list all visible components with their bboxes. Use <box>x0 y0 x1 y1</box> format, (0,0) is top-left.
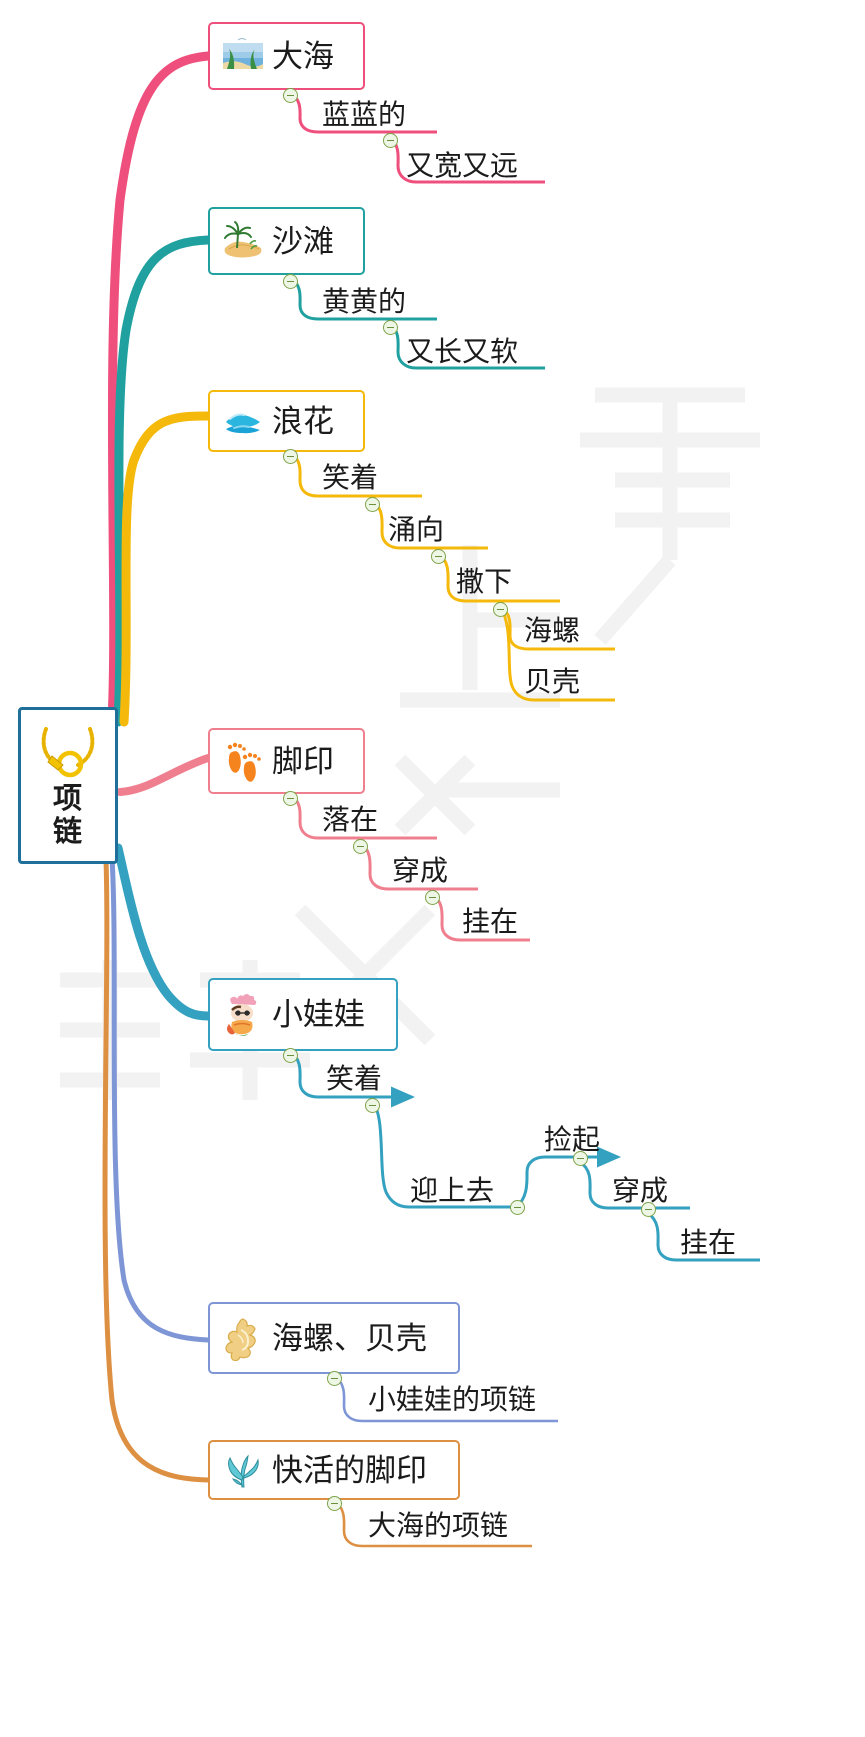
node-footprint[interactable]: 脚印 <box>208 728 365 794</box>
node-beach[interactable]: 沙滩 <box>208 207 365 275</box>
node-label: 脚印 <box>272 743 334 779</box>
node-doll[interactable]: 小娃娃 <box>208 978 398 1051</box>
leaf-wave-3[interactable]: 撒下 <box>456 566 513 597</box>
leaf-footprint-1[interactable]: 落在 <box>322 804 379 835</box>
collapse-handle-beach[interactable] <box>283 274 298 289</box>
leaf-shell-1[interactable]: 小娃娃的项链 <box>368 1384 537 1415</box>
leaf-wave-5[interactable]: 贝壳 <box>524 666 581 697</box>
node-label: 大海 <box>272 38 334 74</box>
node-label: 快活的脚印 <box>272 1452 427 1488</box>
collapse-handle-wave-1[interactable] <box>365 497 380 512</box>
leaf-doll-2[interactable]: 迎上去 <box>410 1175 495 1206</box>
node-label: 浪花 <box>272 403 334 439</box>
collapse-handle-beach-1[interactable] <box>383 320 398 335</box>
node-label: 小娃娃 <box>272 997 365 1032</box>
sand-dune-palm-icon <box>224 221 262 258</box>
collapse-handle-doll-3[interactable] <box>573 1151 588 1166</box>
collapse-handle-footprint-1[interactable] <box>353 839 368 854</box>
node-label: 沙滩 <box>272 223 334 259</box>
root-label: 项 链 <box>52 783 83 848</box>
seaweed-icon <box>228 1454 259 1488</box>
collapse-handle-wave-2[interactable] <box>431 549 446 564</box>
node-shell[interactable]: 海螺、贝壳 <box>208 1302 460 1374</box>
collapse-handle-sea[interactable] <box>283 88 298 103</box>
leaf-footprint-2[interactable]: 穿成 <box>392 855 449 886</box>
leaf-doll-3[interactable]: 捡起 <box>544 1124 601 1155</box>
leaf-wave-2[interactable]: 涌向 <box>388 514 445 545</box>
collapse-handle-doll-1[interactable] <box>365 1098 380 1113</box>
collapse-handle-wave[interactable] <box>283 449 298 464</box>
node-sea[interactable]: 大海 <box>208 22 365 90</box>
node-wave[interactable]: 浪花 <box>208 390 365 452</box>
necklace-icon <box>41 727 95 778</box>
little-doll-icon <box>227 993 257 1036</box>
collapse-handle-doll-2[interactable] <box>510 1200 525 1215</box>
collapse-handle-footprint-2[interactable] <box>425 890 440 905</box>
leaf-footprint-3[interactable]: 挂在 <box>462 906 519 937</box>
leaf-sea-2[interactable]: 又宽又远 <box>406 150 519 181</box>
leaf-beach-1[interactable]: 黄黄的 <box>322 286 407 317</box>
leaf-sea-1[interactable]: 蓝蓝的 <box>322 99 407 130</box>
wave-icon <box>226 413 260 434</box>
leaf-beach-2[interactable]: 又长又软 <box>406 336 519 367</box>
node-happy-footprint[interactable]: 快活的脚印 <box>208 1440 460 1500</box>
leaf-wave-1[interactable]: 笑着 <box>322 462 379 493</box>
leaf-happy-footprint-1[interactable]: 大海的项链 <box>368 1510 509 1541</box>
leaf-doll-5[interactable]: 挂在 <box>680 1227 737 1258</box>
conch-shell-icon <box>225 1318 256 1361</box>
leaf-doll-1[interactable]: 笑着 <box>326 1063 383 1094</box>
collapse-handle-footprint[interactable] <box>283 791 298 806</box>
leaf-doll-4[interactable]: 穿成 <box>612 1175 669 1206</box>
leaf-wave-4[interactable]: 海螺 <box>524 615 581 646</box>
collapse-handle-doll[interactable] <box>283 1048 298 1063</box>
root-node[interactable]: 项 链 <box>18 707 118 864</box>
collapse-handle-wave-3[interactable] <box>493 602 508 617</box>
node-label: 海螺、贝壳 <box>272 1320 427 1356</box>
collapse-handle-happy-footprint[interactable] <box>327 1496 342 1511</box>
sea-beach-icon <box>223 38 263 69</box>
collapse-handle-sea-1[interactable] <box>383 133 398 148</box>
collapse-handle-doll-4[interactable] <box>641 1202 656 1217</box>
footprints-icon <box>227 742 261 782</box>
collapse-handle-shell[interactable] <box>327 1371 342 1386</box>
